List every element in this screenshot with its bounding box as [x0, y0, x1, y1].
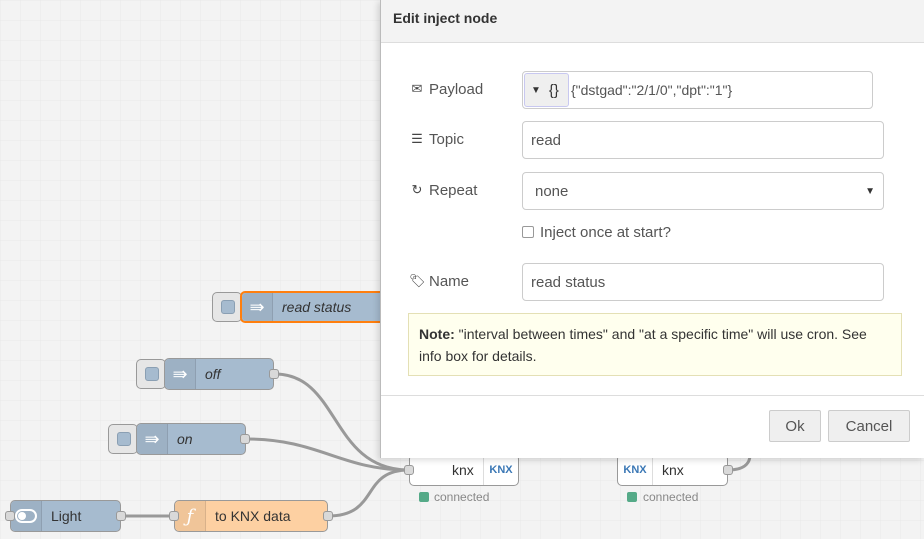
wire-on-knx: [245, 437, 410, 472]
node-label: knx: [662, 462, 684, 478]
node-to-knx-data[interactable]: ƒ to KNX data: [174, 500, 328, 532]
output-port[interactable]: [240, 434, 250, 444]
repeat-label-text: Repeat: [429, 181, 478, 199]
node-label: Light: [51, 508, 82, 524]
output-port[interactable]: [116, 511, 126, 521]
function-icon: ƒ: [175, 501, 206, 531]
payload-value[interactable]: {"dstgad":"2/1/0","dpt":"1"}: [571, 82, 733, 98]
node-off[interactable]: ⇛ off: [164, 358, 274, 390]
status-connected-icon: [419, 492, 429, 502]
repeat-select[interactable]: none ▼: [522, 172, 884, 210]
tasks-icon: ☰: [411, 131, 423, 146]
topic-input[interactable]: [522, 121, 884, 159]
payload-type-selector[interactable]: ▼ {}: [524, 73, 569, 107]
name-input[interactable]: [522, 263, 884, 301]
inject-arrow-icon: ⇛: [137, 424, 168, 454]
toggle-switch-icon: [11, 501, 42, 531]
node-knx-in[interactable]: KNX knx: [617, 454, 728, 486]
node-knx-out[interactable]: knx KNX: [409, 454, 519, 486]
info-note: Note: "interval between times" and "at a…: [408, 313, 902, 376]
topic-label: ☰ Topic: [409, 120, 464, 158]
tray-footer: Ok Cancel: [381, 395, 924, 458]
wire-off-knx: [274, 372, 410, 472]
cancel-button[interactable]: Cancel: [828, 410, 910, 442]
node-read-status[interactable]: ⇛ read status: [240, 291, 385, 323]
topic-label-text: Topic: [429, 130, 465, 148]
output-port[interactable]: [723, 465, 733, 475]
dropdown-arrow-icon: ▼: [865, 185, 875, 197]
node-label: off: [205, 366, 221, 382]
inject-trigger-button[interactable]: [212, 292, 242, 322]
status-connected-icon: [627, 492, 637, 502]
wire-toknx-knx: [327, 468, 410, 518]
name-label: 🏷 Name: [409, 262, 469, 300]
json-type-icon: {}: [548, 81, 559, 99]
payload-label: ✉ Payload: [409, 70, 484, 108]
repeat-label: ↻ Repeat: [409, 171, 478, 209]
node-label: read status: [282, 299, 352, 315]
ok-button[interactable]: Ok: [769, 410, 821, 442]
input-port[interactable]: [169, 511, 179, 521]
output-port[interactable]: [323, 511, 333, 521]
inject-once-checkbox[interactable]: [522, 226, 534, 238]
repeat-icon: ↻: [411, 182, 423, 197]
inject-trigger-button[interactable]: [108, 424, 138, 454]
knx-logo-icon: KNX: [483, 455, 518, 485]
tray-title: Edit inject node: [381, 0, 924, 43]
inject-once-label: Inject once at start?: [540, 224, 671, 241]
knx-logo-icon: KNX: [618, 455, 653, 485]
name-label-text: Name: [429, 272, 470, 290]
node-on[interactable]: ⇛ on: [136, 423, 246, 455]
caret-down-icon: ▼: [531, 84, 541, 96]
output-port[interactable]: [269, 369, 279, 379]
node-label: knx: [452, 462, 474, 478]
edit-tray: Edit inject node ✉ Payload ▼ {} {"dstgad…: [380, 0, 924, 458]
inject-arrow-icon: ⇛: [242, 293, 273, 321]
node-label: to KNX data: [215, 508, 291, 524]
envelope-icon: ✉: [411, 81, 423, 96]
repeat-selected-value: none: [535, 182, 569, 200]
node-light[interactable]: Light: [10, 500, 121, 532]
node-label: on: [177, 431, 193, 447]
node-status-text: connected: [643, 490, 699, 504]
payload-label-text: Payload: [429, 80, 484, 98]
tag-icon: 🏷: [409, 273, 426, 288]
input-port[interactable]: [5, 511, 15, 521]
inject-arrow-icon: ⇛: [165, 359, 196, 389]
note-prefix: Note:: [419, 326, 455, 342]
note-text: "interval between times" and "at a speci…: [419, 326, 867, 364]
node-status-text: connected: [434, 490, 490, 504]
payload-typed-input[interactable]: ▼ {} {"dstgad":"2/1/0","dpt":"1"}: [522, 71, 873, 109]
input-port[interactable]: [404, 465, 414, 475]
inject-trigger-button[interactable]: [136, 359, 166, 389]
